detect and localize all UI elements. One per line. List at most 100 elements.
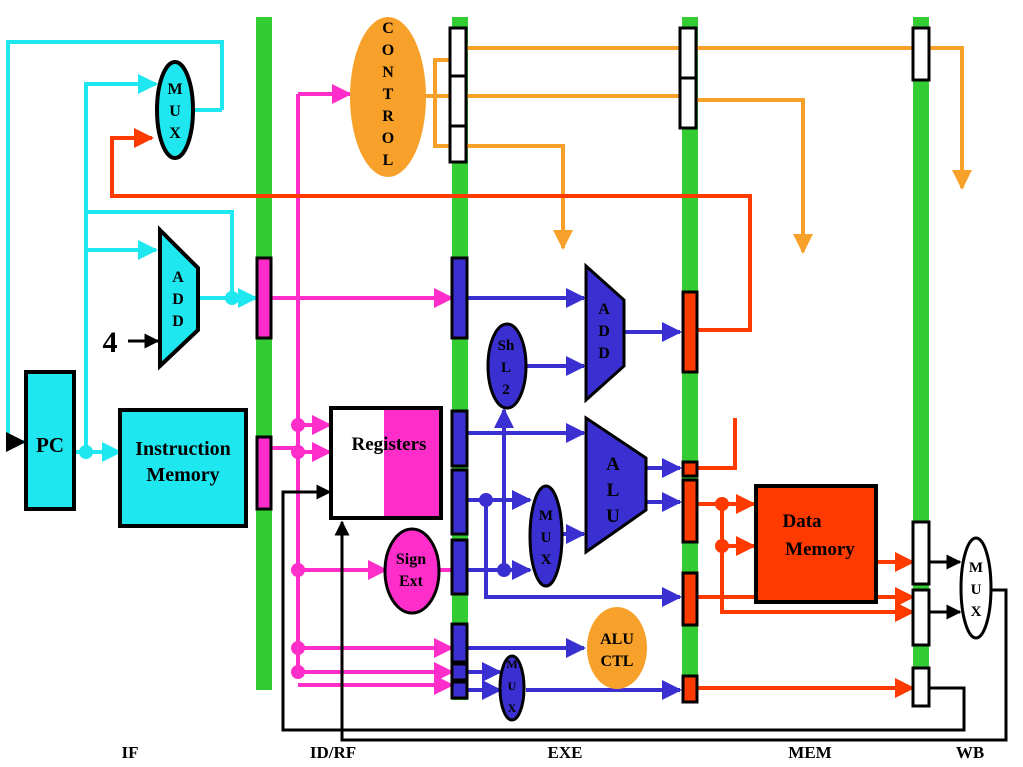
- stage-label-wb: WB: [956, 743, 984, 762]
- stage-label-exe: EXE: [548, 743, 583, 762]
- control-letter: R: [382, 108, 394, 125]
- add-letter: D: [598, 345, 610, 362]
- mux-letter: X: [508, 701, 517, 715]
- alu-ctl-label: CTL: [601, 653, 634, 670]
- alu-letter: U: [606, 506, 620, 527]
- add-letter: A: [598, 301, 610, 318]
- exe-mem-latch: [681, 290, 699, 374]
- data-memory-label: Data: [782, 511, 822, 532]
- shift-left-2: Sh L 2: [486, 322, 528, 410]
- control-unit: C O N T R O L: [350, 17, 426, 177]
- exe-mem-control-latch: [678, 76, 698, 130]
- branch-adder: A D D: [584, 262, 626, 404]
- id-exe-control-latch: [448, 74, 468, 128]
- id-exe-latch: [450, 538, 469, 596]
- stage-label-mem: MEM: [788, 743, 831, 762]
- id-exe-latch: [450, 468, 469, 536]
- register-file: Registers: [329, 406, 443, 520]
- if-id-latch: [255, 435, 273, 511]
- mem-wb-control-latch: [911, 26, 931, 82]
- id-exe-latch: [450, 256, 469, 340]
- mux-letter: X: [169, 125, 181, 142]
- instruction-memory-label: Instruction: [135, 438, 231, 460]
- add-letter: D: [172, 313, 184, 330]
- alu-ctl-label: ALU: [600, 631, 634, 648]
- mux-letter: U: [971, 582, 982, 598]
- junction-dot: [479, 493, 493, 507]
- pc-mux: M U X: [155, 60, 195, 160]
- junction-dot: [497, 563, 511, 577]
- pc-adder: A D D: [158, 225, 200, 371]
- exe-mem-control-latch: [678, 26, 698, 80]
- control-letter: C: [382, 20, 394, 37]
- shift-label: L: [501, 360, 511, 376]
- mux-letter: X: [971, 604, 982, 620]
- black-wires: [128, 333, 1008, 742]
- cyan-wires: [6, 40, 258, 462]
- add-letter: D: [172, 291, 184, 308]
- junction-dot: [715, 497, 729, 511]
- mem-wb-latch: [911, 588, 931, 647]
- magenta-junctions: [291, 418, 305, 679]
- junction-dot: [291, 418, 305, 432]
- stage-label-id-rf: ID/RF: [310, 743, 356, 762]
- mux-letter: U: [541, 530, 552, 546]
- control-letter: L: [383, 152, 394, 169]
- id-exe-latch: [450, 622, 469, 664]
- mux-letter: U: [508, 679, 517, 693]
- sign-extend: Sign Ext: [383, 527, 441, 615]
- pipeline-latches: [255, 26, 931, 708]
- sign-ext-label: Ext: [399, 573, 424, 590]
- mux-letter: X: [541, 552, 552, 568]
- shift-label: 2: [502, 382, 510, 398]
- junction-dot: [715, 539, 729, 553]
- shift-label: Sh: [498, 338, 515, 354]
- control-letter: T: [383, 86, 394, 103]
- alu-control: ALU CTL: [587, 607, 647, 689]
- stage-labels: IF ID/RF EXE MEM WB: [122, 743, 985, 762]
- mux-letter: U: [169, 103, 181, 120]
- registers-label: Registers: [352, 434, 427, 455]
- instruction-memory: Instruction Memory: [118, 408, 248, 528]
- instruction-memory-label: Memory: [146, 464, 219, 486]
- junction-dot: [291, 665, 305, 679]
- id-exe-control-latch: [448, 124, 468, 164]
- alu: A L U: [584, 415, 648, 555]
- orange-control-wires: [425, 46, 972, 254]
- program-counter: PC: [24, 370, 76, 511]
- add-letter: D: [598, 323, 610, 340]
- if-id-latch: [255, 256, 273, 340]
- alu-letter: L: [607, 480, 620, 501]
- reg-dest-mux: M U X: [498, 654, 526, 722]
- mem-wb-latch: [911, 666, 931, 708]
- constant-four-label: 4: [103, 326, 118, 359]
- control-letter: O: [382, 130, 394, 147]
- exe-mem-latch: [681, 460, 699, 478]
- sign-ext-label: Sign: [396, 551, 426, 568]
- data-memory: Data Memory: [754, 484, 878, 604]
- exe-mem-latch: [681, 674, 699, 704]
- mux-letter: M: [167, 81, 182, 98]
- exe-mem-latch: [681, 478, 699, 544]
- exe-mem-latch: [681, 571, 699, 627]
- control-letter: O: [382, 42, 394, 59]
- add-letter: A: [172, 269, 184, 286]
- alu-letter: A: [606, 454, 620, 475]
- mux-letter: M: [506, 657, 517, 671]
- mux-letter: M: [539, 508, 553, 524]
- stage-label-if: IF: [122, 743, 139, 762]
- junction-dot: [291, 641, 305, 655]
- if-id-bar: [256, 17, 272, 690]
- id-exe-latch: [450, 680, 469, 700]
- blue-wires: [468, 288, 682, 700]
- junction-dot: [291, 563, 305, 577]
- control-letter: N: [382, 64, 394, 81]
- junction-dot: [225, 291, 239, 305]
- data-memory-label: Memory: [785, 539, 855, 560]
- id-exe-control-latch: [448, 26, 468, 78]
- alu-input-mux: M U X: [528, 484, 564, 588]
- id-exe-latch: [450, 409, 469, 468]
- id-exe-latch: [450, 662, 469, 682]
- mem-wb-latch: [911, 520, 931, 586]
